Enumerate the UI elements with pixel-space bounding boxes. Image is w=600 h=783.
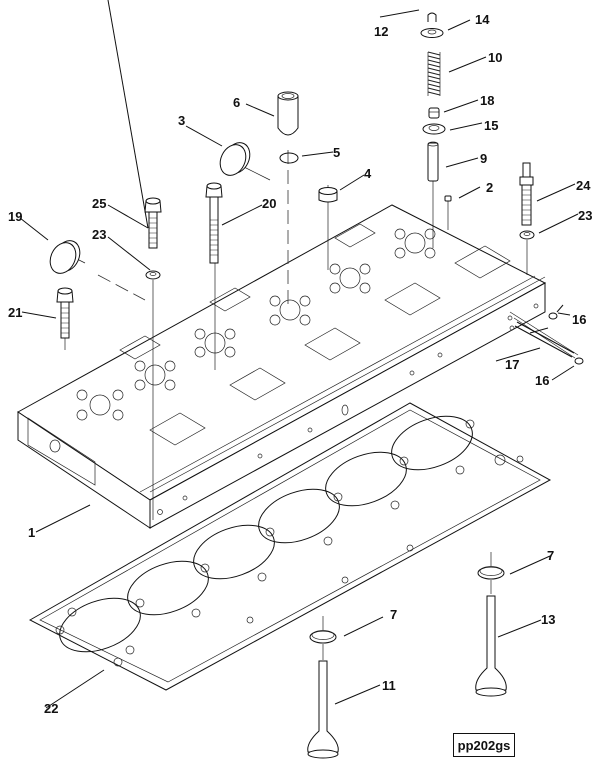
dowel-pin [444,195,452,202]
head-gasket [28,402,552,691]
intake-valve [307,644,339,759]
callout-6: 6 [233,95,240,110]
callout-7-intake: 7 [390,607,397,622]
callout-15: 15 [484,118,498,133]
callout-19: 19 [8,209,22,224]
valve-seat-insert-exhaust [477,552,505,580]
stud [519,162,534,226]
callout-1: 1 [28,525,35,540]
callout-16-upper: 16 [572,312,586,327]
head-pockets [119,223,511,446]
callout-22: 22 [44,701,58,716]
washer-right [519,230,535,240]
spring-retainer [420,28,444,38]
callout-labels: 12 14 10 18 15 9 2 24 23 5 4 6 3 19 25 2… [8,12,592,716]
valve-stem-seal [428,107,440,119]
side-holes [157,303,539,515]
valve-collet [427,12,437,22]
callout-12: 12 [374,24,388,39]
callout-17: 17 [505,357,519,372]
leader-lines [19,0,579,709]
o-ring [279,152,299,164]
gasket-bores [59,415,473,653]
tube [514,321,575,358]
callout-7-exhaust: 7 [547,548,554,563]
callout-11: 11 [382,678,396,693]
callout-23-right: 23 [578,208,592,223]
callout-4: 4 [364,166,372,181]
capscrew [144,197,162,249]
head-ports [76,228,436,421]
gasket-holes [55,419,524,667]
callout-20: 20 [262,196,276,211]
pipe-plug-lower [574,357,584,365]
callout-3: 3 [178,113,185,128]
callout-23-left: 23 [92,227,106,242]
expansion-plug-end [49,240,81,274]
callout-24: 24 [576,178,591,193]
callout-21: 21 [8,305,22,320]
valve-seat-insert-intake [309,616,337,644]
long-capscrew [205,182,223,264]
valve-spring [427,51,441,96]
callout-25: 25 [92,196,106,211]
exhaust-valve [475,580,507,697]
short-capscrew [56,287,74,350]
cylinder-head [17,204,547,529]
callout-14: 14 [475,12,490,27]
assembly-axes [74,150,579,520]
spring-guide [422,123,446,135]
injector-sleeve [277,91,299,136]
callout-16-lower: 16 [535,373,549,388]
callout-9: 9 [480,151,487,166]
figure-reference-code: pp202gs [453,733,515,757]
cup-plug [318,187,338,203]
washer-left [145,270,161,280]
callout-2: 2 [486,180,493,195]
callout-10: 10 [488,50,502,65]
pipe-plug-upper [548,312,558,320]
callout-5: 5 [333,145,340,160]
callout-18: 18 [480,93,494,108]
expansion-plug [219,142,251,176]
valve-guide [427,141,439,182]
callout-13: 13 [541,612,555,627]
